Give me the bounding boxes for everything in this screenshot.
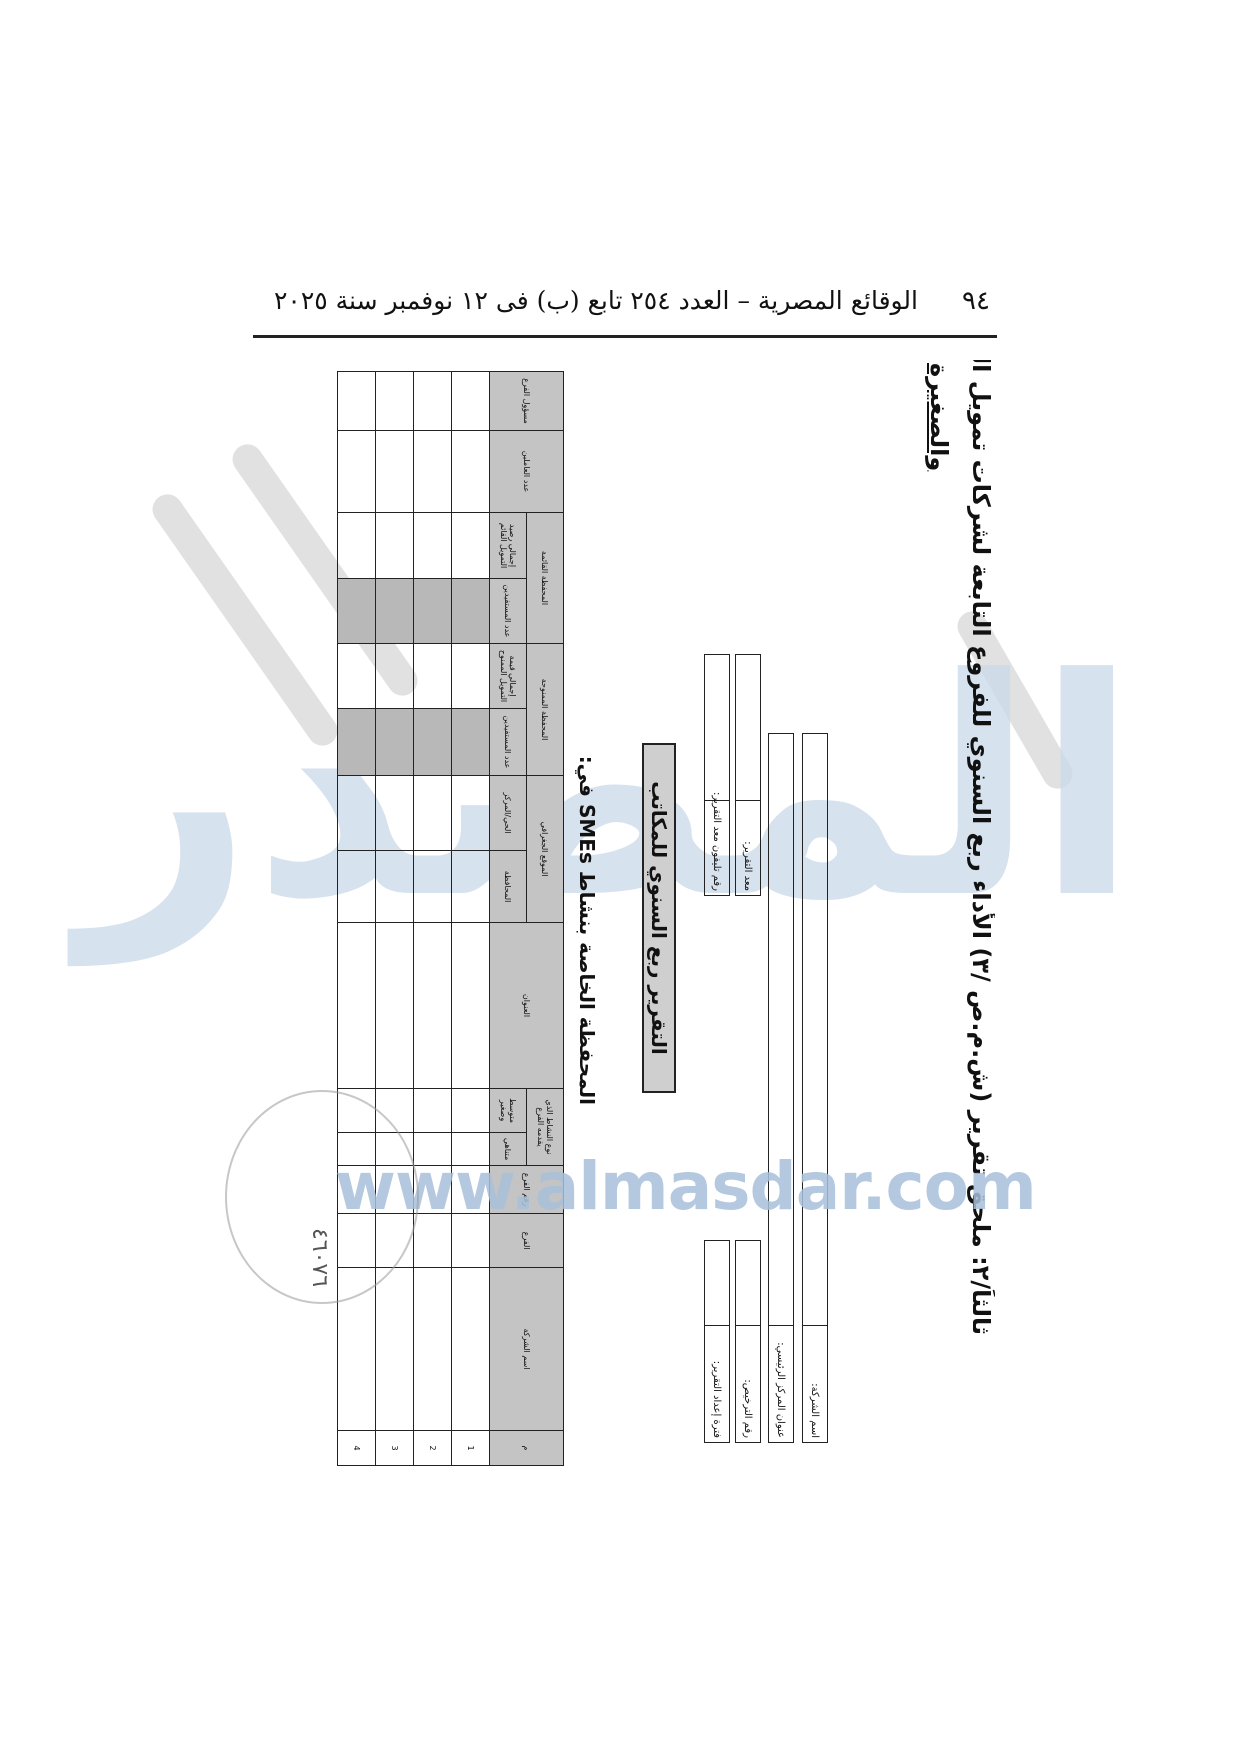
- table-row: 1: [451, 371, 490, 1466]
- table-cell[interactable]: [451, 371, 490, 431]
- table-cell[interactable]: [337, 850, 376, 923]
- table-cell[interactable]: [375, 708, 414, 776]
- table-cell[interactable]: [451, 430, 490, 513]
- company-name-field[interactable]: اسم الشركة:: [802, 733, 828, 1443]
- watermark-url: www.almasdar.com: [335, 1148, 1037, 1225]
- table-cell[interactable]: [451, 643, 490, 709]
- hq-address-label: عنوان المركز الرئيسي:: [769, 1325, 793, 1442]
- row-number: 2: [413, 1430, 452, 1466]
- table-cell[interactable]: [451, 850, 490, 923]
- row-number: 3: [375, 1430, 414, 1466]
- stamp-number: ٤٦٠٧٦: [307, 1227, 333, 1288]
- running-header: الوقائع المصرية – العدد ٢٥٤ تابع (ب) فى …: [273, 286, 918, 315]
- col-no: م: [489, 1430, 564, 1466]
- table-header-row: م اسم الشركة الفرع رقم الفرع نوع النشاط …: [489, 371, 564, 1466]
- preparer-label: معد التقرير:: [736, 800, 760, 895]
- table-cell[interactable]: [337, 371, 376, 431]
- col-granted-total: إجمالي قيمة التمويل الممنوح: [489, 643, 527, 709]
- table-cell[interactable]: [413, 430, 452, 513]
- report-period-label: فترة إعداد التقرير:: [705, 1325, 729, 1442]
- table-cell[interactable]: [337, 578, 376, 644]
- table-cell[interactable]: [413, 850, 452, 923]
- table-cell[interactable]: [375, 430, 414, 513]
- preparer-field[interactable]: معد التقرير:: [735, 654, 761, 896]
- col-company: اسم الشركة: [489, 1267, 564, 1431]
- table-cell[interactable]: [413, 371, 452, 431]
- table-row: 4: [337, 371, 376, 1466]
- table-cell[interactable]: [451, 922, 490, 1089]
- table-cell[interactable]: [413, 578, 452, 644]
- col-district: الحي/المركز: [489, 775, 527, 851]
- col-outstanding-total: إجمالي رصيد التمويل القائم: [489, 512, 527, 579]
- col-sme: متوسط وصغير: [489, 1088, 527, 1133]
- table-cell[interactable]: [375, 643, 414, 709]
- table-cell[interactable]: [375, 512, 414, 579]
- page-number: ٩٤: [962, 286, 990, 316]
- portfolio-subheading: المحفظة الخاصة بنشاط SMEs في:: [575, 755, 599, 1105]
- col-location: الموقع الجغرافي: [526, 775, 564, 923]
- company-name-label: اسم الشركة:: [803, 1325, 827, 1442]
- table-cell[interactable]: [451, 708, 490, 776]
- col-employees: عدد العاملين: [489, 430, 564, 513]
- license-number-label: رقم الترخيص:: [736, 1325, 760, 1442]
- table-cell[interactable]: [413, 775, 452, 851]
- table-cell[interactable]: [413, 643, 452, 709]
- col-address: العنوان: [489, 922, 564, 1089]
- table-cell[interactable]: [375, 371, 414, 431]
- table-cell[interactable]: [337, 775, 376, 851]
- row-number: 1: [451, 1430, 490, 1466]
- official-stamp: [225, 1090, 419, 1304]
- table-cell[interactable]: [337, 922, 376, 1089]
- table-cell[interactable]: [413, 1267, 452, 1431]
- col-manager: مسؤول الفرع: [489, 371, 564, 431]
- table-cell[interactable]: [451, 1088, 490, 1133]
- table-cell[interactable]: [375, 578, 414, 644]
- preparer-phone-label: رقم تليفون معد التقرير:: [705, 792, 729, 895]
- table-cell[interactable]: [451, 1267, 490, 1431]
- boxed-report-title: التقرير ربع السنوي للمكاتب: [642, 743, 676, 1093]
- table-cell[interactable]: [451, 578, 490, 644]
- form-title-continued: والصغيرة: [925, 363, 953, 472]
- row-number: 4: [337, 1430, 376, 1466]
- license-number-field[interactable]: رقم الترخيص:: [735, 1240, 761, 1443]
- table-row: 3: [375, 371, 414, 1466]
- branches-table: م اسم الشركة الفرع رقم الفرع نوع النشاط …: [337, 371, 564, 1466]
- table-cell[interactable]: [375, 850, 414, 923]
- report-period-field[interactable]: فترة إعداد التقرير:: [704, 1240, 730, 1443]
- table-cell[interactable]: [337, 708, 376, 776]
- table-cell[interactable]: [375, 1267, 414, 1431]
- rotated-form-page: ثالثاً/٢: ملحق تقرير (ش.م.ص /٣) الأداء ر…: [305, 360, 997, 1476]
- col-granted-portfolio: المحفظة الممنوحة: [526, 643, 564, 776]
- table-cell[interactable]: [375, 922, 414, 1089]
- table-row: 2: [413, 371, 452, 1466]
- table-cell[interactable]: [413, 922, 452, 1089]
- table-cell[interactable]: [413, 512, 452, 579]
- table-cell[interactable]: [451, 512, 490, 579]
- table-cell[interactable]: [337, 643, 376, 709]
- col-granted-beneficiaries: عدد المستفيدين: [489, 708, 527, 776]
- preparer-phone-field[interactable]: رقم تليفون معد التقرير:: [704, 654, 730, 896]
- table-cell[interactable]: [413, 708, 452, 776]
- col-outstanding-portfolio: المحفظة القائمة: [526, 512, 564, 644]
- col-governorate: المحافظة: [489, 850, 527, 923]
- table-cell[interactable]: [375, 775, 414, 851]
- header-rule: [253, 335, 997, 338]
- table-cell[interactable]: [337, 512, 376, 579]
- table-cell[interactable]: [337, 430, 376, 513]
- hq-address-field[interactable]: عنوان المركز الرئيسي:: [768, 733, 794, 1443]
- table-cell[interactable]: [413, 1088, 452, 1133]
- col-outstanding-beneficiaries: عدد المستفيدين: [489, 578, 527, 644]
- watermark-logo: المصدر: [80, 615, 1139, 964]
- table-cell[interactable]: [451, 775, 490, 851]
